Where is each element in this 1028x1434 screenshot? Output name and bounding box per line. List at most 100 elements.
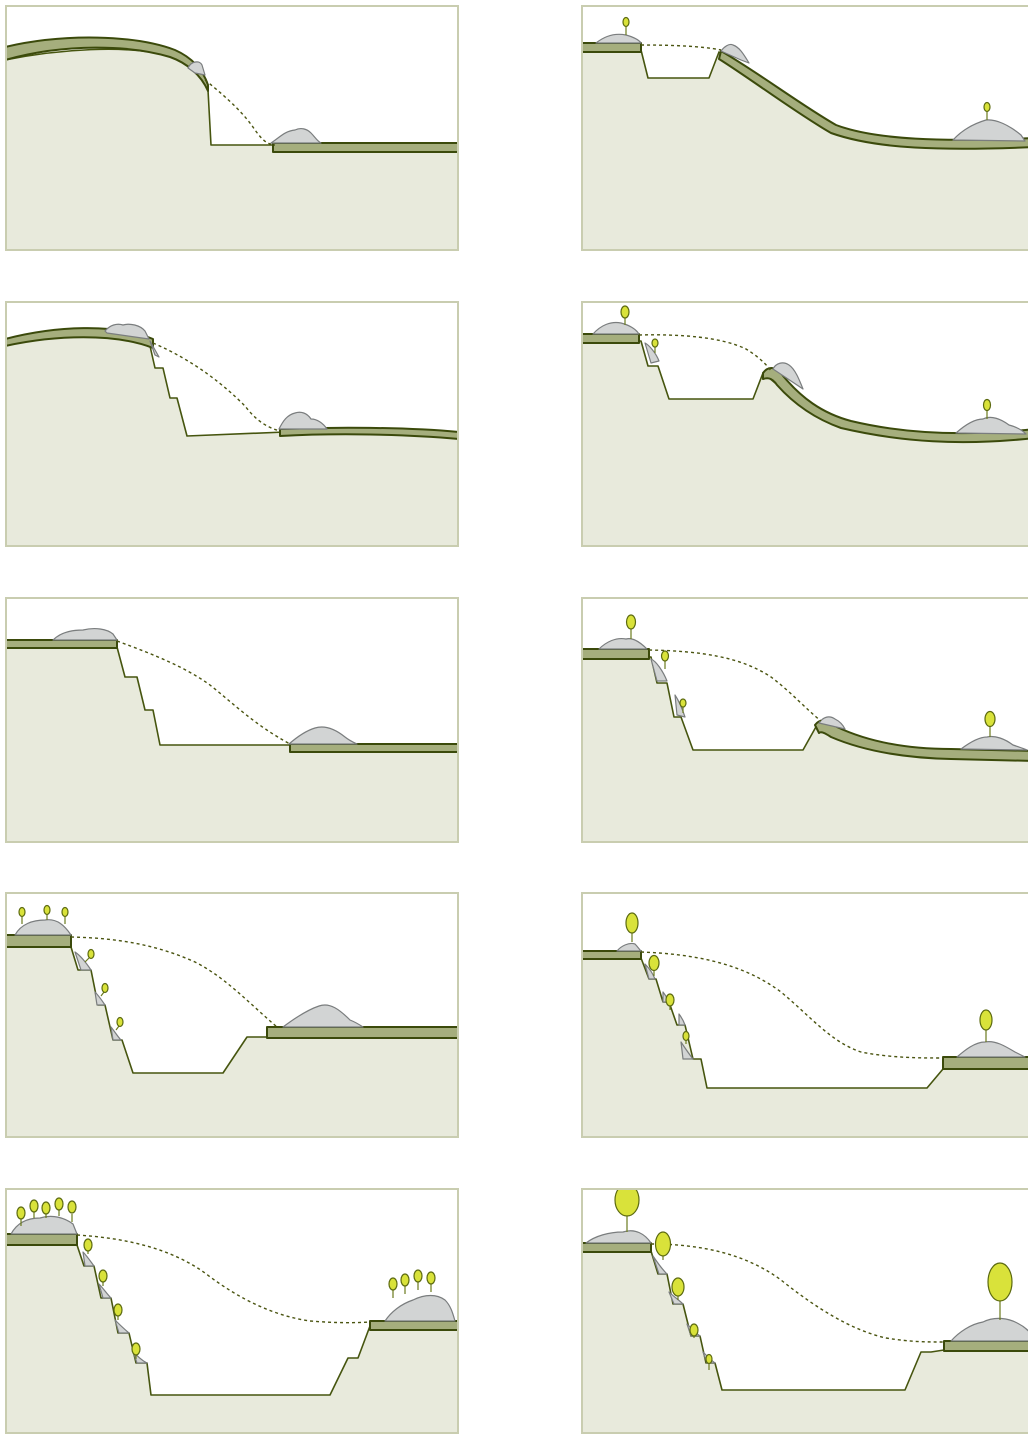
- ground-profile: [5, 646, 459, 843]
- spoil-pile: [678, 1013, 686, 1026]
- tree-stem: [115, 1025, 120, 1031]
- tree-icon: [648, 954, 660, 972]
- cross-section-9: [5, 1188, 459, 1434]
- topsoil-layer: [369, 1320, 459, 1331]
- panel-border: [5, 597, 459, 843]
- panel-border: [5, 5, 459, 251]
- panel-border: [581, 597, 1028, 843]
- original-surface-line: [152, 342, 281, 432]
- tree-icon: [426, 1271, 436, 1285]
- original-surface-line: [640, 951, 944, 1059]
- tree-icon: [67, 1200, 77, 1214]
- tree-icon: [98, 1269, 108, 1283]
- panel-border: [581, 892, 1028, 1138]
- diagram-panel-8: [581, 892, 1028, 1138]
- spoil-pile: [82, 1251, 95, 1267]
- diagram-panel-3: [5, 301, 459, 547]
- topsoil-layer: [943, 1340, 1028, 1352]
- topsoil-layer: [266, 1026, 459, 1039]
- diagram-panel-2: [581, 5, 1028, 251]
- tree-icon: [983, 101, 991, 113]
- tree-icon: [101, 982, 109, 994]
- tree-stem: [84, 957, 90, 963]
- tree-icon: [622, 16, 630, 28]
- spoil-pile: [110, 1026, 122, 1041]
- topsoil-layer: [279, 426, 459, 440]
- tree-icon: [651, 338, 659, 348]
- topsoil-layer: [718, 50, 1028, 150]
- original-surface-line: [638, 334, 772, 372]
- tree-icon: [620, 305, 630, 319]
- tree-icon: [413, 1269, 423, 1283]
- topsoil-layer: [581, 1242, 652, 1253]
- spoil-pile: [652, 1255, 668, 1275]
- topsoil-layer: [5, 934, 72, 948]
- spoil-pile: [74, 951, 92, 971]
- tree-icon: [113, 1303, 123, 1317]
- spoil-pile: [644, 342, 660, 364]
- tree-icon: [987, 1262, 1013, 1302]
- topsoil-layer: [581, 42, 642, 53]
- spoil-pile: [952, 119, 1026, 142]
- topsoil-layer: [581, 950, 642, 960]
- cross-section-8: [581, 892, 1028, 1138]
- tree-icon: [61, 906, 69, 918]
- panel-border: [581, 301, 1028, 547]
- tree-icon: [979, 1009, 993, 1031]
- spoil-pile: [772, 362, 804, 390]
- spoil-pile: [585, 1230, 652, 1244]
- spoil-pile: [288, 726, 358, 745]
- tree-icon: [614, 1188, 640, 1217]
- diagram-panel-10: [581, 1188, 1028, 1434]
- topsoil-layer: [272, 142, 459, 153]
- topsoil-layer: [5, 1233, 78, 1246]
- topsoil-layer: [289, 743, 459, 753]
- tree-icon: [682, 1030, 690, 1042]
- tree-icon: [625, 614, 637, 630]
- spoil-pile: [114, 1319, 130, 1334]
- cross-section-4: [581, 301, 1028, 547]
- spoil-pile: [98, 1283, 112, 1299]
- cross-section-6: [581, 597, 1028, 843]
- spoil-pile: [644, 963, 656, 980]
- tree-icon: [984, 710, 996, 728]
- spoil-pile: [384, 1294, 456, 1322]
- diagram-panel-4: [581, 301, 1028, 547]
- original-surface-line: [76, 1234, 371, 1324]
- spoil-pile: [52, 628, 118, 641]
- spoil-pile: [818, 716, 846, 730]
- spoil-pile: [270, 127, 322, 144]
- topsoil-layer: [762, 367, 1028, 444]
- spoil-pile: [955, 416, 1027, 435]
- tree-icon: [654, 1231, 672, 1257]
- tree-icon: [18, 906, 26, 918]
- spoil-pile: [616, 942, 642, 952]
- topsoil-layer: [581, 333, 640, 344]
- spoil-pile: [149, 340, 160, 358]
- original-surface-line: [204, 79, 276, 146]
- tree-icon: [116, 1016, 124, 1028]
- cross-section-10: [581, 1188, 1028, 1434]
- spoil-pile: [94, 991, 106, 1006]
- original-surface-line: [640, 44, 722, 51]
- tree-icon: [671, 1277, 685, 1297]
- spoil-pile: [950, 1317, 1028, 1342]
- diagram-panel-5: [5, 597, 459, 843]
- original-surface-line: [70, 936, 278, 1028]
- tree-icon: [29, 1199, 39, 1213]
- tree-icon: [16, 1206, 26, 1220]
- spoil-pile: [956, 1041, 1026, 1058]
- tree-icon: [625, 912, 639, 934]
- panel-border: [5, 892, 459, 1138]
- original-surface-line: [648, 649, 822, 722]
- tree-icon: [705, 1353, 713, 1365]
- diagram-panel-7: [5, 892, 459, 1138]
- cross-section-7: [5, 892, 459, 1138]
- tree-icon: [131, 1342, 141, 1356]
- spoil-pile: [10, 1215, 78, 1235]
- tree-icon: [388, 1277, 398, 1291]
- original-surface-line: [650, 1243, 945, 1343]
- topsoil-layer: [581, 648, 650, 660]
- spoil-pile: [595, 33, 642, 44]
- tree-stem: [100, 991, 105, 997]
